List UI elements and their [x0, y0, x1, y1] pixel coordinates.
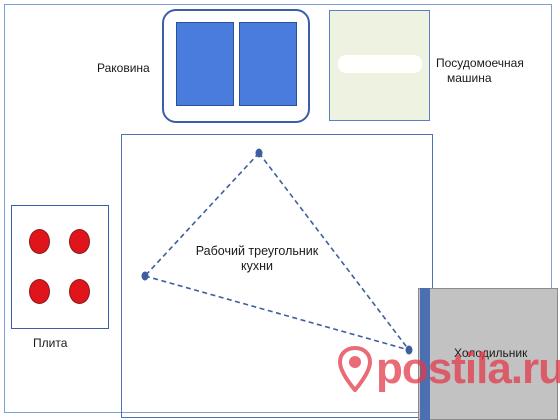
watermark-pin-icon	[338, 346, 372, 392]
burner-top-left	[29, 229, 50, 254]
work-area-outline	[121, 134, 433, 418]
triangle-label-line1: Рабочий треугольник	[195, 244, 319, 258]
sink-label: Раковина	[97, 61, 150, 75]
refrigerator-label: Холодильник	[454, 346, 528, 360]
dishwasher-glare	[338, 55, 422, 73]
burner-bottom-left	[29, 279, 50, 304]
burner-top-right	[69, 229, 90, 254]
watermark-text: postila.ru	[376, 344, 560, 393]
burner-bottom-right	[69, 279, 90, 304]
room-outline	[4, 4, 552, 413]
refrigerator-door-edge	[420, 288, 430, 420]
sink-basin-right	[239, 22, 297, 106]
stove-label: Плита	[33, 336, 68, 350]
stove	[11, 205, 109, 329]
dishwasher-label-line2: машина	[447, 71, 492, 85]
triangle-edge-sink-fridge	[258, 152, 410, 351]
triangle-edge-stove-fridge	[144, 275, 410, 351]
triangle-edge-sink-stove	[144, 152, 260, 277]
triangle-label-line2: кухни	[241, 259, 273, 273]
triangle-vertex-sink	[255, 148, 263, 158]
sink	[162, 9, 310, 123]
triangle-vertex-stove	[141, 271, 149, 281]
sink-basin-left	[176, 22, 234, 106]
dishwasher-label-line1: Посудомоечная	[436, 56, 524, 70]
refrigerator	[418, 288, 558, 420]
triangle-vertex-fridge	[405, 345, 413, 355]
dishwasher	[329, 10, 430, 121]
watermark: postila.ru	[338, 339, 560, 399]
triangle-label: Рабочий треугольник кухни	[176, 244, 338, 274]
